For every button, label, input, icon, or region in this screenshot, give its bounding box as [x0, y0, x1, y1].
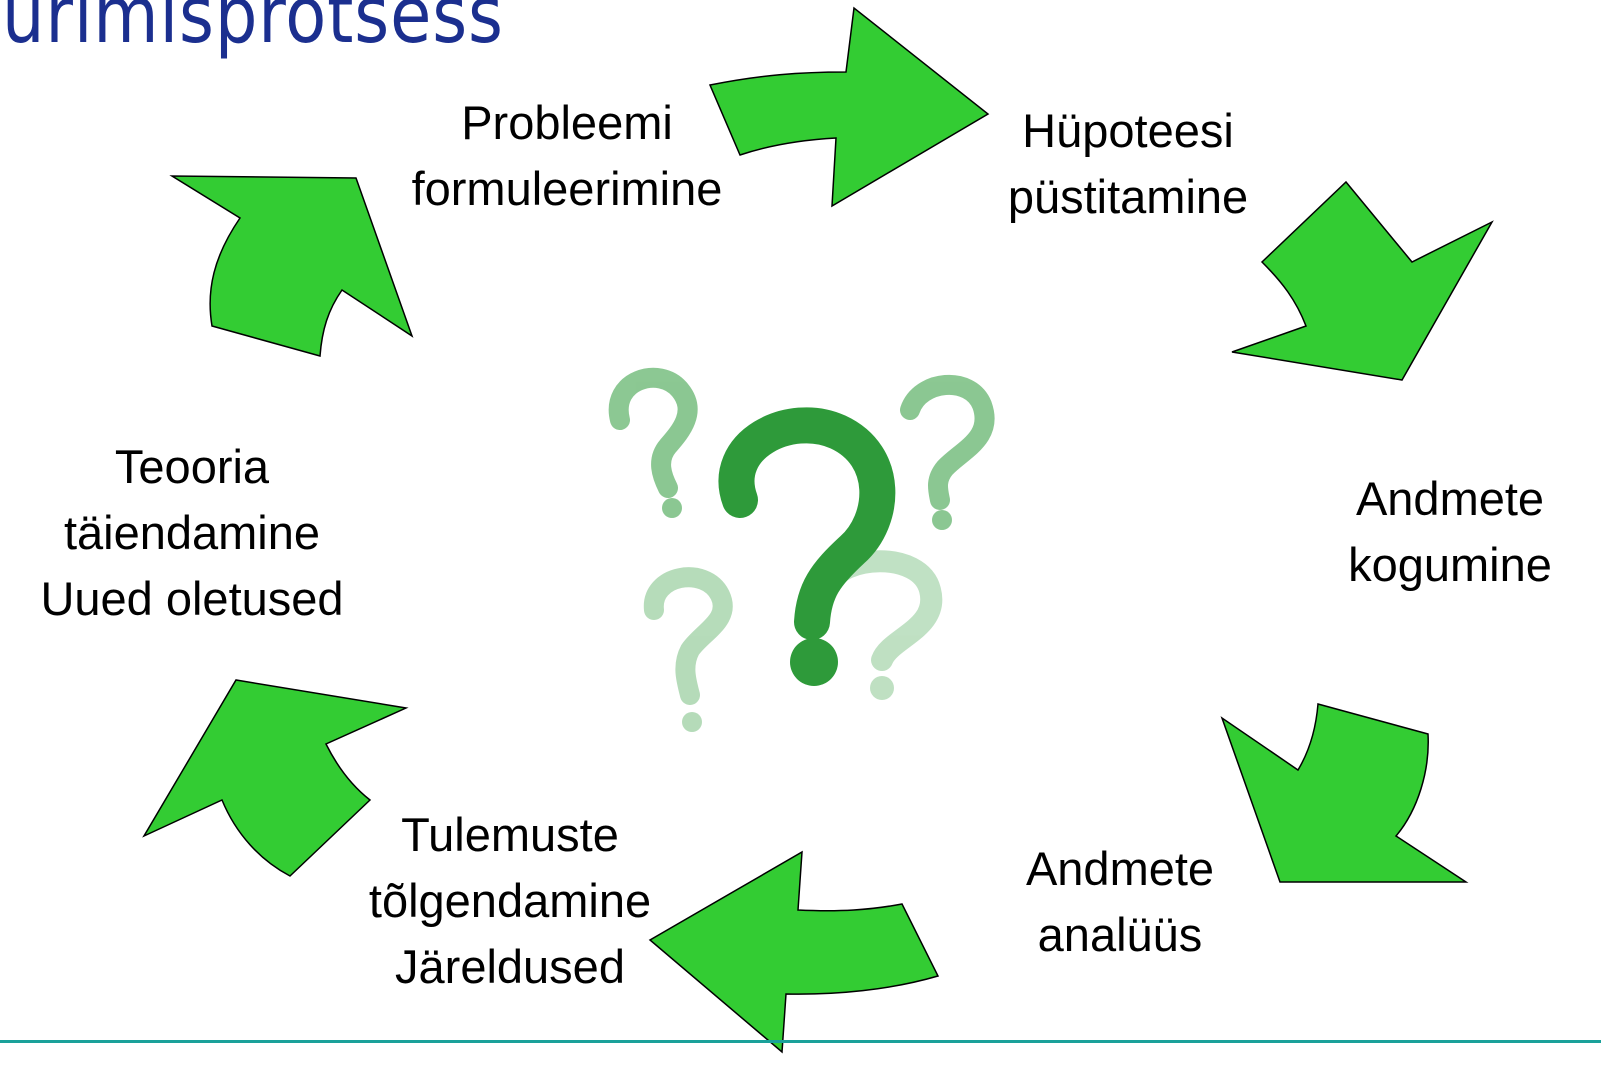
step-interpretation: Tulemuste tõlgendamine Järeldused — [330, 802, 690, 1000]
question-marks-icon — [608, 367, 995, 732]
step-problem-formulation: Probleemi formuleerimine — [387, 90, 747, 222]
step-line: täiendamine — [63, 506, 321, 559]
step-line: formuleerimine — [411, 162, 723, 215]
arrow-analysis-to-interpretation — [648, 850, 940, 1054]
step-line: Andmete — [1355, 472, 1545, 525]
step-theory-update: Teooria täiendamine Uued oletused — [2, 434, 382, 632]
arrow-collection-to-analysis — [1220, 703, 1469, 883]
arrow-theory-to-problem — [169, 175, 414, 357]
step-line: Uued oletused — [40, 572, 344, 625]
step-hypothesis: Hüpoteesi püstitamine — [968, 98, 1288, 230]
step-line: Järeldused — [395, 940, 625, 993]
step-line: Probleemi — [461, 96, 673, 149]
step-data-analysis: Andmete analüüs — [990, 836, 1250, 968]
step-line: tõlgendamine — [368, 874, 652, 927]
arrow-interpretation-to-theory — [142, 679, 409, 877]
arrow-problem-to-hypothesis — [708, 6, 990, 208]
step-line: analüüs — [1037, 908, 1203, 961]
step-data-collection: Andmete kogumine — [1300, 466, 1600, 598]
step-line: Tulemuste — [401, 808, 619, 861]
step-line: püstitamine — [1007, 170, 1249, 223]
arrow-hypothesis-to-collection — [1231, 180, 1494, 381]
step-line: Teooria — [114, 440, 270, 493]
step-line: Hüpoteesi — [1022, 104, 1234, 157]
step-line: kogumine — [1348, 538, 1552, 591]
page-title: urimisprotsess — [2, 0, 504, 61]
step-line: Andmete — [1025, 842, 1215, 895]
bottom-divider — [0, 1040, 1601, 1043]
